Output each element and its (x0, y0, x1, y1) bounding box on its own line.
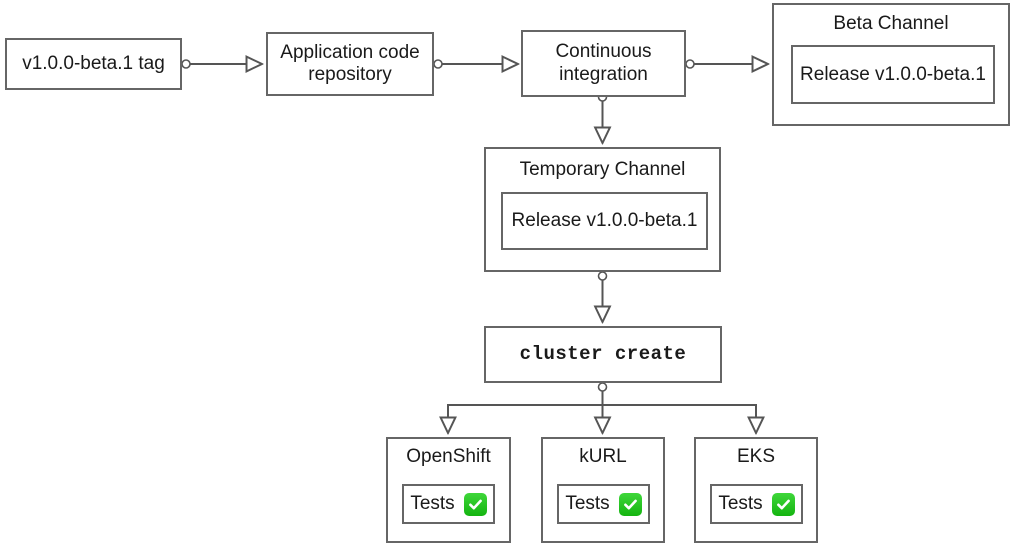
node-continuous-integration[interactable]: Continuous integration (521, 30, 686, 97)
group-beta-channel-label: Beta Channel (833, 13, 949, 34)
group-temporary-channel-label: Temporary Channel (519, 159, 686, 180)
group-temporary-channel[interactable]: Temporary Channel Release v1.0.0-beta.1 (484, 147, 721, 272)
group-eks-label: EKS (736, 446, 776, 467)
node-cluster-create[interactable]: cluster create (484, 326, 722, 383)
group-kurl-label: kURL (579, 446, 627, 467)
check-mark-icon (771, 492, 795, 516)
openshift-tests-row: Tests (410, 492, 487, 516)
eks-tests-row: Tests (718, 492, 795, 516)
group-openshift[interactable]: OpenShift Tests (386, 437, 511, 543)
eks-tests-box[interactable]: Tests (710, 484, 803, 524)
node-continuous-integration-label: Continuous integration (555, 41, 652, 85)
node-version-tag-label: v1.0.0-beta.1 tag (22, 52, 165, 74)
check-mark-icon (463, 492, 487, 516)
group-beta-channel[interactable]: Beta Channel Release v1.0.0-beta.1 (772, 3, 1010, 126)
temporary-channel-release-box[interactable]: Release v1.0.0-beta.1 (501, 192, 708, 250)
node-version-tag[interactable]: v1.0.0-beta.1 tag (5, 38, 182, 90)
kurl-tests-row: Tests (565, 492, 642, 516)
node-application-code-repository[interactable]: Application code repository (266, 32, 434, 96)
eks-tests-label: Tests (718, 493, 763, 514)
beta-channel-release-label: Release v1.0.0-beta.1 (800, 63, 986, 85)
group-eks[interactable]: EKS Tests (694, 437, 818, 543)
node-cluster-create-label: cluster create (519, 343, 687, 366)
check-mark-icon (618, 492, 642, 516)
openshift-tests-box[interactable]: Tests (402, 484, 495, 524)
temporary-channel-release-label: Release v1.0.0-beta.1 (511, 210, 698, 231)
group-openshift-label: OpenShift (406, 446, 491, 467)
group-kurl[interactable]: kURL Tests (541, 437, 665, 543)
openshift-tests-label: Tests (410, 493, 455, 514)
kurl-tests-box[interactable]: Tests (557, 484, 650, 524)
beta-channel-release-box[interactable]: Release v1.0.0-beta.1 (791, 45, 995, 104)
node-application-code-repository-label: Application code repository (280, 41, 420, 85)
kurl-tests-label: Tests (565, 493, 610, 514)
